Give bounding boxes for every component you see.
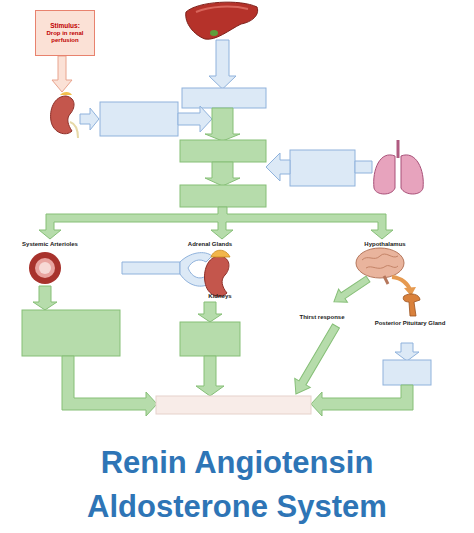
lung-right	[401, 155, 423, 194]
blue-arrow	[122, 262, 180, 274]
organ-label: Hypothalamus	[350, 241, 420, 248]
lungs-icon	[374, 140, 424, 194]
pituitary-shape	[403, 294, 420, 316]
lung-left	[374, 155, 395, 194]
blank-box	[180, 140, 266, 162]
blue-arrow	[80, 108, 99, 130]
blank-box	[290, 150, 355, 186]
blank-box	[156, 396, 311, 414]
green-arrow	[205, 162, 240, 186]
brain-shape	[356, 248, 404, 278]
liver-highlight	[196, 7, 248, 12]
green-arrow	[62, 356, 157, 416]
box-text: Drop in renal perfusion	[38, 30, 92, 44]
brain-fold	[366, 266, 398, 269]
kidney-adrenal-icon	[205, 250, 230, 296]
kidney-shape	[51, 96, 74, 134]
green-arrow	[196, 356, 224, 396]
green-arrow	[205, 108, 240, 141]
organ-label: Kidneys	[200, 293, 240, 300]
blue-arrow	[209, 40, 236, 89]
green-branch	[39, 207, 393, 239]
arteriole-icon	[29, 252, 61, 284]
blue-arrow	[355, 161, 372, 173]
ureter	[70, 122, 78, 138]
green-arrow	[198, 302, 222, 322]
green-arrow	[288, 321, 344, 398]
organ-label: Adrenal Glands	[175, 241, 245, 248]
organ-label: Posterior Pituitary Gland	[374, 320, 446, 327]
stimulus-arrow	[52, 56, 72, 92]
kidney-shape	[205, 256, 229, 296]
organ-label: Systemic Arterioles	[10, 241, 90, 248]
vessel-lumen	[35, 258, 55, 278]
adrenal-cap	[60, 92, 72, 95]
green-arrow	[311, 385, 413, 416]
thirst-down-arrow	[288, 321, 344, 398]
liver-icon	[186, 2, 258, 39]
vessel-core	[39, 262, 51, 274]
trachea	[397, 140, 400, 158]
stimulus-box: Stimulus:Drop in renal perfusion	[35, 10, 95, 56]
gallbladder	[210, 30, 218, 36]
blue-arrow	[178, 106, 212, 132]
green-arrow	[33, 286, 57, 310]
blank-box	[383, 360, 431, 385]
vessel-wall	[29, 252, 61, 284]
blank-box	[22, 310, 120, 356]
blue-arrow	[266, 153, 290, 181]
blank-box	[180, 185, 266, 207]
blank-box	[182, 88, 266, 108]
blank-box	[100, 102, 178, 136]
blue-arrow	[395, 343, 419, 361]
box-heading: Stimulus:	[50, 22, 80, 30]
adrenal-gland	[211, 250, 230, 257]
green-arrow	[329, 272, 372, 308]
pituitary-icon	[403, 294, 420, 316]
branch-arrows	[39, 207, 393, 239]
blank-box	[180, 322, 240, 356]
liver-shape	[186, 2, 258, 39]
brain-fold	[362, 254, 398, 260]
diagram-title: Renin Angiotensin Aldosterone System	[40, 441, 434, 529]
brain-stem	[384, 276, 388, 284]
kidney-icon	[51, 92, 78, 138]
thirst-arrow	[329, 272, 372, 308]
organ-label: Thirst response	[287, 314, 357, 321]
